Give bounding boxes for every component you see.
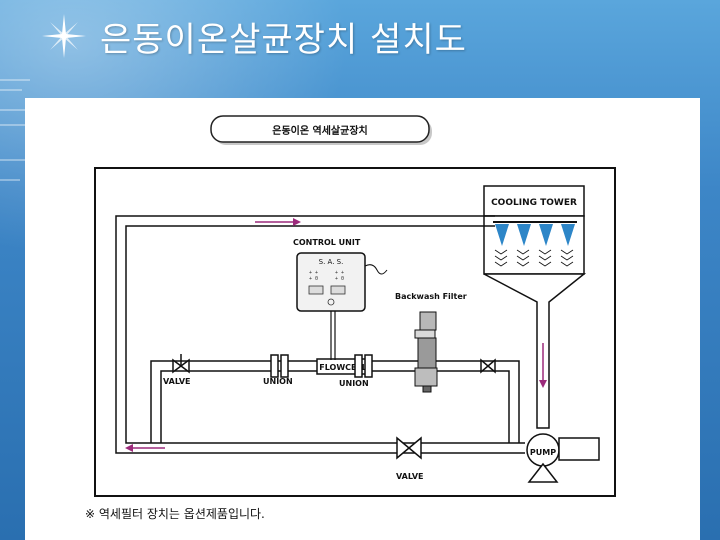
union-right-label: UNION xyxy=(339,379,369,388)
backwash-filter xyxy=(414,311,438,393)
backwash-filter-label: Backwash Filter xyxy=(395,292,467,301)
water-spray xyxy=(494,249,574,267)
valve-bottom-label: VALVE xyxy=(396,472,424,481)
flow-arrow-top xyxy=(255,218,301,226)
svg-text:+ +: + + xyxy=(309,270,318,276)
pump-label: PUMP xyxy=(530,448,556,457)
flowcell-label: FLOWCELL xyxy=(319,363,366,372)
decorative-lines xyxy=(0,79,34,181)
control-unit: + + + + + 0 + 0 xyxy=(296,252,388,360)
union-left xyxy=(270,354,289,378)
valve-left xyxy=(172,354,190,374)
header-badge: 은동이온 역세살균장치 xyxy=(210,115,432,145)
cooling-tower: COOLING TOWER xyxy=(483,185,587,429)
slide-title: 은동이온살균장치 설치도 xyxy=(100,20,467,60)
svg-text:+ 0: + 0 xyxy=(309,276,318,282)
svg-text:+ 0: + 0 xyxy=(335,276,344,282)
control-unit-label: CONTROL UNIT xyxy=(293,238,361,247)
installation-diagram: 은동이온 역세살균장치 COOLING TOWER xyxy=(94,115,616,497)
diagram-panel: 은동이온 역세살균장치 COOLING TOWER xyxy=(25,98,700,540)
pump: PUMP xyxy=(526,433,600,483)
sparkle-icon xyxy=(42,14,86,58)
flow-arrow-down xyxy=(539,343,547,388)
diagram-frame xyxy=(94,167,616,497)
cooling-tower-label: COOLING TOWER xyxy=(491,198,577,208)
flow-arrow-left xyxy=(125,444,165,452)
valve-bottom xyxy=(396,436,422,460)
footnote: ※ 역세필터 장치는 옵션제품입니다. xyxy=(85,507,265,521)
header-badge-text: 은동이온 역세살균장치 xyxy=(272,124,367,137)
spray-nozzles xyxy=(495,224,575,246)
return-pipe xyxy=(115,215,525,454)
valve-left-label: VALVE xyxy=(163,377,191,386)
control-unit-model: S. A. S. xyxy=(319,258,344,266)
union-left-label: UNION xyxy=(263,377,293,386)
union-right xyxy=(354,354,373,378)
svg-text:+ +: + + xyxy=(335,270,344,276)
valve-right xyxy=(480,358,496,374)
